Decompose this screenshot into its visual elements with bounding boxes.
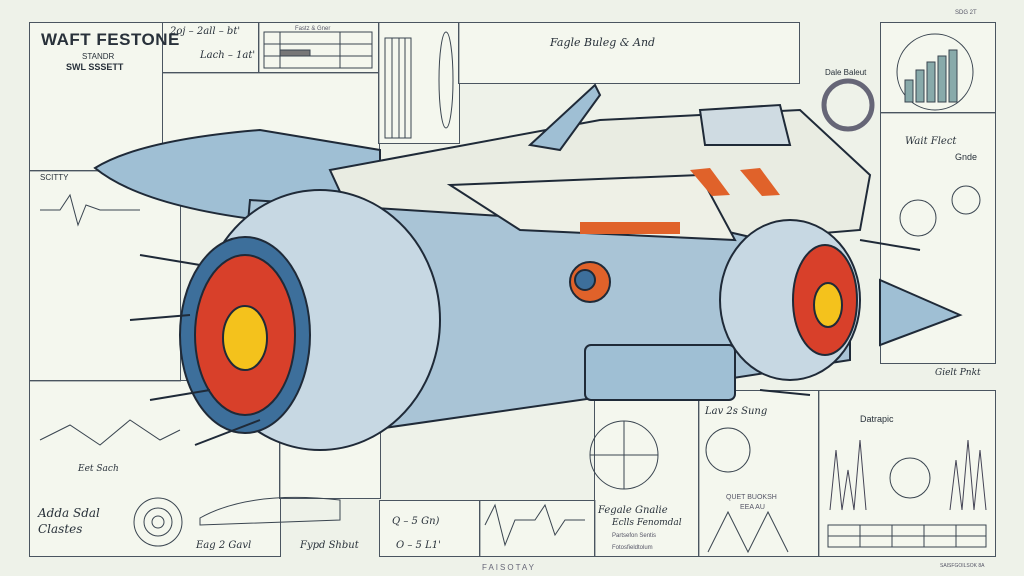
- footer-label: FAISOTAY: [482, 563, 536, 572]
- globe-sketch: [889, 457, 931, 499]
- spike-chart: [829, 439, 987, 511]
- fegale-label: Fegale Gnalie: [598, 505, 668, 516]
- checklist-item-2: Partsefon Sentis: [612, 533, 657, 539]
- formula-1: 2oj – 2all – bt': [170, 26, 241, 37]
- right-engine-core: [813, 282, 843, 328]
- gauge-sketch: [896, 33, 974, 111]
- dale-label: Dale Baleut: [825, 68, 867, 77]
- header-panel: [458, 22, 800, 84]
- grid-table: [827, 524, 987, 548]
- ship-tower: [698, 103, 792, 146]
- lav-label: Lav 2s Sung: [705, 406, 768, 417]
- turret-lens: [574, 269, 596, 291]
- accent-stripe-2: [690, 168, 730, 196]
- eag-label: Eag 2 Gavl: [196, 540, 252, 551]
- footer-right: SAISFGOILSOK 8A: [940, 563, 985, 569]
- bottom-mid-panel-2: [379, 500, 481, 557]
- eet-label: Eet Sach: [78, 464, 119, 474]
- accent-stripe-3: [740, 168, 780, 196]
- wing-sketch: [199, 496, 341, 526]
- dial-sketch: [705, 427, 751, 473]
- antenna-lines: [129, 239, 921, 446]
- formula-2: Lach – 1at': [200, 50, 256, 61]
- waveform-sketch: [484, 503, 585, 547]
- bottom-checklist-panel: [594, 390, 700, 557]
- adda-label: Adda Sdal: [38, 506, 100, 520]
- title-sub-2: SWL SSSETT: [66, 62, 124, 72]
- title-sub-1: STANDR: [82, 52, 115, 61]
- gielt-label: Gielt Pnkt: [935, 368, 981, 378]
- equation-2: O – 5 L1': [396, 540, 441, 551]
- ship-fin: [527, 83, 602, 152]
- scitty-label: SCITTY: [40, 173, 69, 182]
- accent-stripe-1: [580, 222, 680, 234]
- ship-lower-pod: [584, 344, 736, 401]
- header-label: Fagle Buleg & And: [550, 36, 656, 49]
- fypd-label: Fypd Shbut: [300, 540, 359, 551]
- clastes-label: Clastes: [38, 522, 83, 536]
- checklist-item-1: Eclls Fenomdal: [612, 518, 682, 528]
- quet-label: QUET BUOKSH: [726, 494, 777, 501]
- title-panel: [29, 22, 163, 172]
- equation-1: Q – 5 Gn): [392, 516, 440, 527]
- corner-code: SDG 2T: [955, 10, 977, 16]
- left-engine-core: [222, 305, 268, 371]
- wait-label: Wait Flect: [905, 136, 957, 147]
- formula-panel: [162, 22, 260, 74]
- table-title: Fastz & Gner: [295, 26, 331, 32]
- checklist-item-3: Fotosfieldtolum: [612, 545, 653, 551]
- datrapic-label: Datrapic: [860, 414, 894, 424]
- zigzag-chart: [707, 510, 789, 554]
- rear-cone: [879, 278, 963, 347]
- ring-sketch: [821, 78, 875, 132]
- blueprint-title: WAFT FESTONE: [41, 30, 180, 49]
- signal-sketch: [40, 193, 140, 227]
- column-sketch: [384, 31, 454, 139]
- eea-label: EEA AU: [740, 504, 765, 511]
- gear-sketch-2: [951, 185, 981, 215]
- bottom-mid-panel-3: [479, 500, 596, 557]
- gear-sketch-1: [899, 199, 937, 237]
- gnde-label: Gnde: [955, 152, 978, 162]
- target-sketch: [133, 497, 183, 547]
- wave-sketch: [39, 419, 181, 446]
- table-lines: [263, 31, 373, 69]
